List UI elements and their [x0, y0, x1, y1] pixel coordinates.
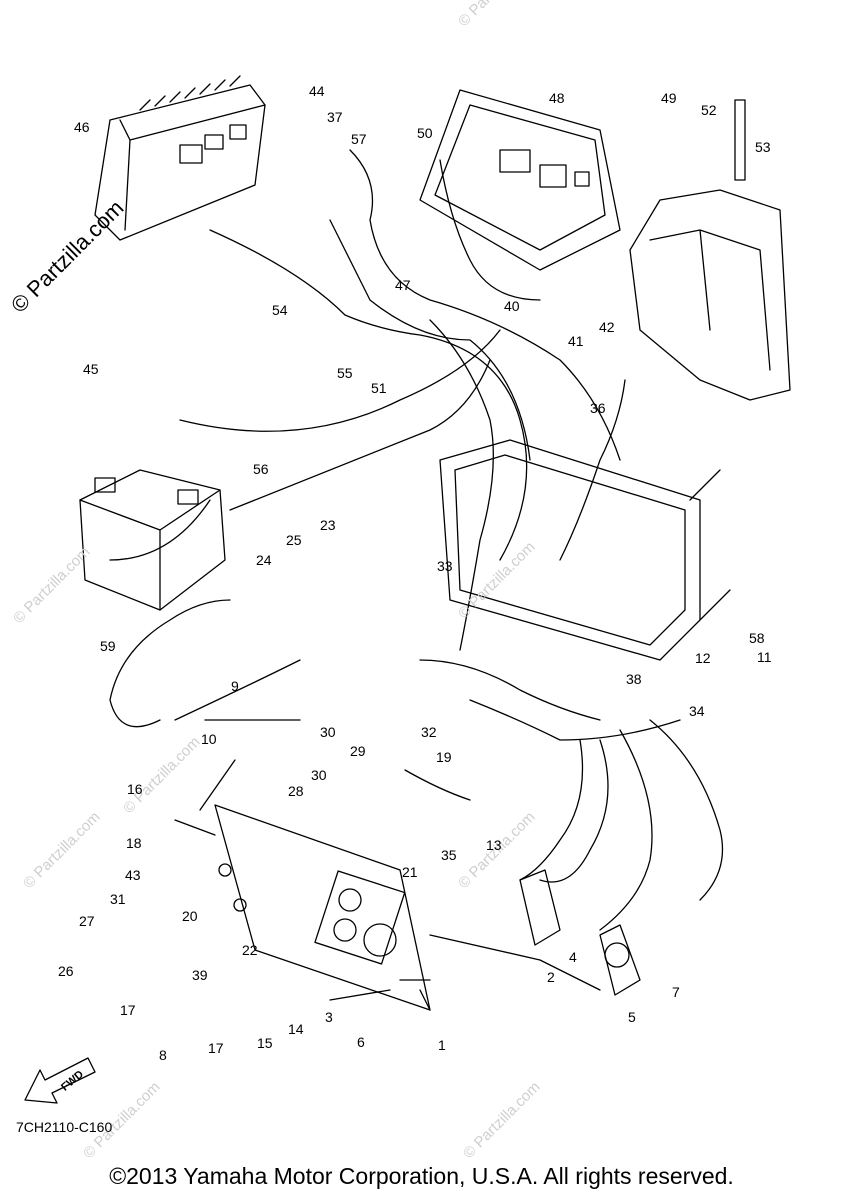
- callout-label: 23: [320, 517, 336, 533]
- callout-label: 35: [441, 847, 457, 863]
- callout-label: 42: [599, 319, 615, 335]
- callout-label: 24: [256, 552, 272, 568]
- callout-label: 32: [421, 724, 437, 740]
- outlets-drawing: [519, 869, 641, 996]
- callout-label: 3: [325, 1009, 333, 1025]
- callout-label: 14: [288, 1021, 304, 1037]
- callout-label: 45: [83, 361, 99, 377]
- callout-label: 52: [701, 102, 717, 118]
- callout-label: 38: [626, 671, 642, 687]
- callout-label: 16: [127, 781, 143, 797]
- callout-label: 7: [672, 984, 680, 1000]
- callout-label: 20: [182, 908, 198, 924]
- control-unit-drawing: [94, 75, 266, 241]
- callout-label: 47: [395, 277, 411, 293]
- callout-label: 30: [311, 767, 327, 783]
- callout-label: 17: [120, 1002, 136, 1018]
- callout-label: 50: [417, 125, 433, 141]
- callout-label: 11: [757, 649, 772, 665]
- callout-label: 1: [438, 1037, 446, 1053]
- callout-label: 18: [126, 835, 142, 851]
- callout-label: 9: [231, 678, 239, 694]
- callout-label: 26: [58, 963, 74, 979]
- callout-label: 49: [661, 90, 677, 106]
- callout-label: 12: [695, 650, 711, 666]
- callout-label: 43: [125, 867, 141, 883]
- callout-label: 21: [402, 864, 418, 880]
- callout-label: 51: [371, 380, 387, 396]
- callout-label: 59: [100, 638, 116, 654]
- callout-label: 19: [436, 749, 452, 765]
- callout-label: 6: [357, 1034, 365, 1050]
- callout-label: 2: [547, 969, 555, 985]
- fwd-arrow: [24, 1057, 96, 1104]
- copyright-notice: ©2013 Yamaha Motor Corporation, U.S.A. A…: [109, 1163, 734, 1189]
- callout-label: 13: [486, 837, 502, 853]
- callout-label: 58: [749, 630, 765, 646]
- callout-label: 48: [549, 90, 565, 106]
- callout-label: 54: [272, 302, 288, 318]
- callout-label: 8: [159, 1047, 167, 1063]
- callout-label: 4: [569, 949, 577, 965]
- wire-harness-drawing: [109, 149, 724, 931]
- callout-label: 28: [288, 783, 304, 799]
- engine-block-drawing: [629, 99, 791, 401]
- callout-label: 46: [74, 119, 90, 135]
- leader-lines: [174, 719, 601, 1011]
- callout-label: 36: [590, 400, 606, 416]
- callout-label: 56: [253, 461, 269, 477]
- callout-label: 40: [504, 298, 520, 314]
- callout-label: 31: [110, 891, 126, 907]
- callout-label: 29: [350, 743, 366, 759]
- callout-label: 55: [337, 365, 353, 381]
- callout-label: 27: [79, 913, 95, 929]
- callout-label: 10: [201, 731, 217, 747]
- callout-label: 22: [242, 942, 258, 958]
- control-box-drawing: [439, 439, 731, 661]
- callout-label: 30: [320, 724, 336, 740]
- callout-label: 39: [192, 967, 208, 983]
- diagram-code: 7CH2110-C160: [16, 1119, 113, 1135]
- callout-label: 5: [628, 1009, 636, 1025]
- callout-label: 44: [309, 83, 325, 99]
- callout-label: 57: [351, 131, 367, 147]
- callout-label: 33: [437, 558, 453, 574]
- callout-label: 41: [568, 333, 584, 349]
- callout-label: 34: [689, 703, 705, 719]
- front-panel-drawing: [214, 804, 431, 1011]
- callout-label: 15: [257, 1035, 273, 1051]
- callout-label: 53: [755, 139, 771, 155]
- battery-drawing: [79, 469, 226, 611]
- callout-label: 17: [208, 1040, 224, 1056]
- callout-label: 37: [327, 109, 343, 125]
- inverter-module-drawing: [419, 89, 621, 271]
- callout-label: 25: [286, 532, 302, 548]
